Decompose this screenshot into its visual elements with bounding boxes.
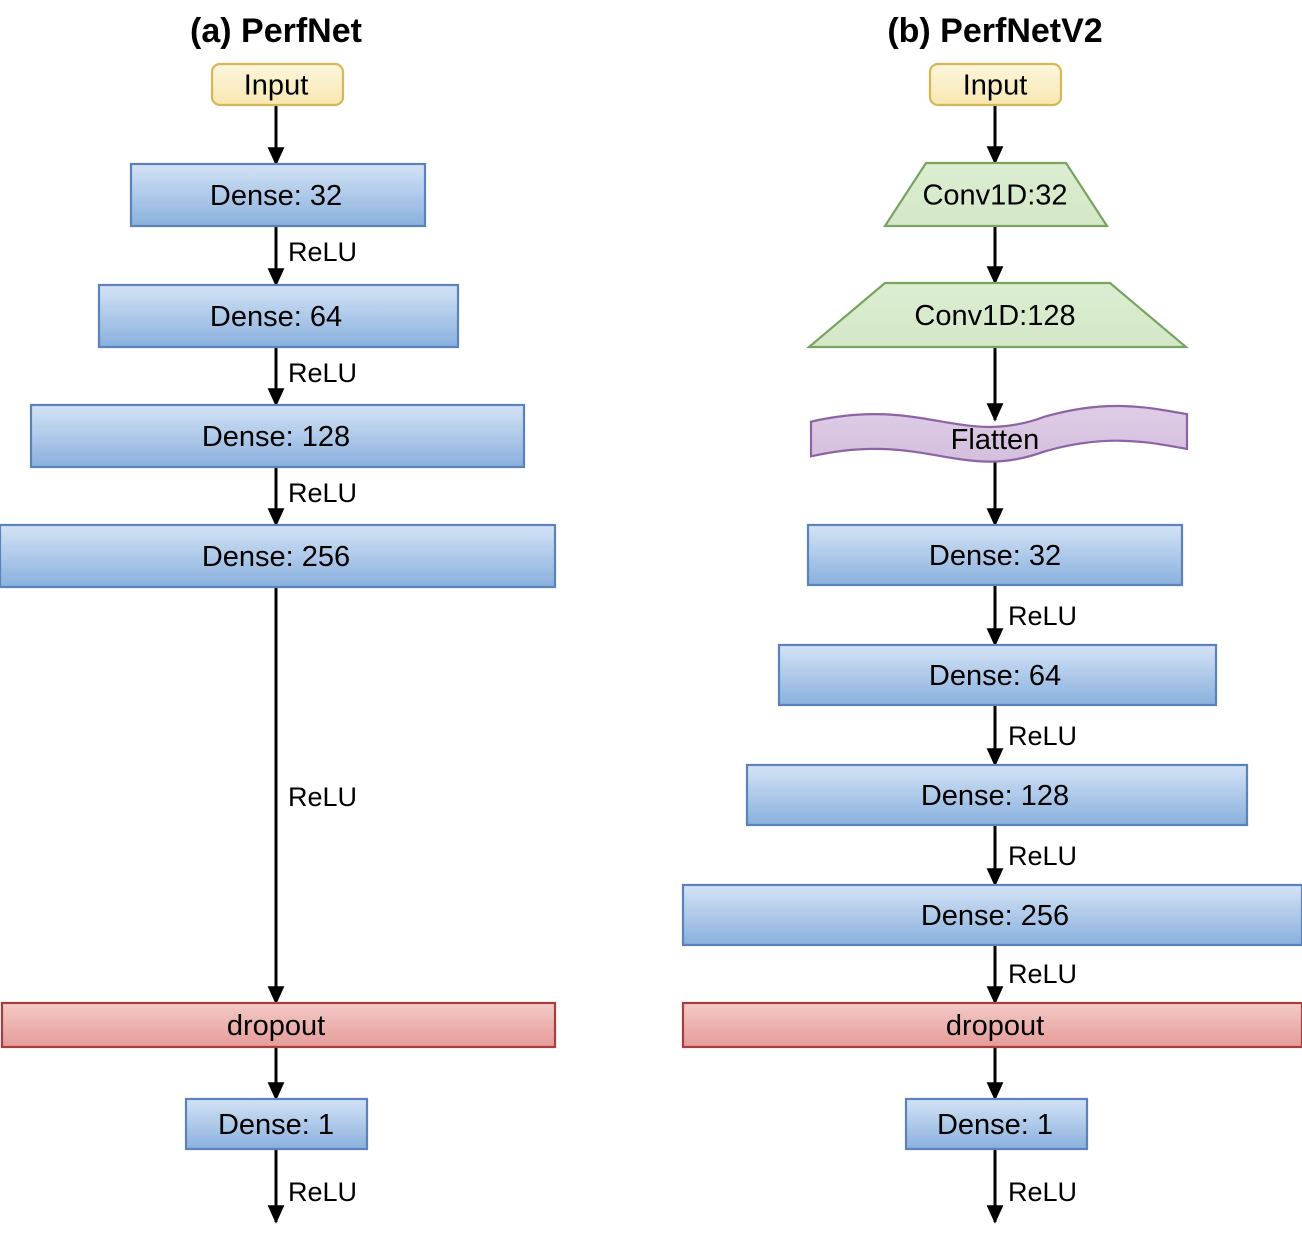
node-dense256: Dense: 256 [0, 523, 557, 589]
node-shape-dense64 [777, 643, 1218, 707]
node-flatten: Flatten [809, 404, 1189, 463]
activation-label: ReLU [1008, 601, 1077, 631]
activation-label: ReLU [288, 782, 357, 812]
activation-label: ReLU [1008, 841, 1077, 871]
node-label-dense64: Dense: 64 [210, 301, 342, 333]
activation-label: ReLU [1008, 1177, 1077, 1207]
node-label-dropout: dropout [227, 1010, 325, 1042]
node-label-dense256: Dense: 256 [202, 541, 350, 573]
node-label-input: Input [244, 70, 309, 102]
node-dense1: Dense: 1 [184, 1097, 369, 1151]
node-shape-dense32 [129, 162, 427, 228]
panel-b-edges: ReLU ReLU ReLU ReLU ReLU [986, 105, 1077, 1224]
node-dense1: Dense: 1 [904, 1097, 1089, 1151]
node-shape-dense64 [97, 283, 460, 349]
node-dense256: Dense: 256 [681, 883, 1302, 947]
node-shape-dropout [0, 1001, 557, 1049]
node-label-input: Input [963, 70, 1028, 102]
activation-label: ReLU [288, 478, 357, 508]
node-dropout: dropout [0, 1001, 557, 1049]
activation-label: ReLU [1008, 721, 1077, 751]
node-label-dense1: Dense: 1 [218, 1109, 334, 1141]
node-shape-conv32 [882, 161, 1110, 228]
node-dropout: dropout [681, 1001, 1302, 1049]
node-label-dense32: Dense: 32 [210, 180, 342, 212]
node-dense32: Dense: 32 [806, 523, 1184, 587]
node-dense64: Dense: 64 [777, 643, 1218, 707]
activation-label: ReLU [288, 358, 357, 388]
node-label-dense256: Dense: 256 [921, 900, 1069, 932]
node-label-dense128: Dense: 128 [202, 421, 350, 453]
node-conv128: Conv1D:128 [805, 281, 1190, 349]
node-shape-input [210, 62, 345, 107]
node-dense64: Dense: 64 [97, 283, 460, 349]
node-label-dense32: Dense: 32 [929, 540, 1061, 572]
node-shape-dense1 [904, 1097, 1089, 1151]
node-shape-dense128 [745, 763, 1249, 827]
activation-label: ReLU [288, 1177, 357, 1207]
node-label-dropout: dropout [946, 1010, 1044, 1042]
node-shape-dense256 [681, 883, 1302, 947]
node-shape-conv128 [805, 281, 1190, 349]
node-shape-flatten [809, 404, 1189, 463]
node-shape-dense256 [0, 523, 557, 589]
node-label-conv32: Conv1D:32 [922, 180, 1067, 212]
node-dense128: Dense: 128 [745, 763, 1249, 827]
node-shape-dropout [681, 1001, 1302, 1049]
activation-label: ReLU [288, 237, 357, 267]
panel-a-group: (a) PerfNet ReLU ReLU ReLU ReLU ReLU InputDe… [0, 12, 557, 1224]
node-input: Input [210, 62, 345, 107]
node-label-dense64: Dense: 64 [929, 660, 1061, 692]
node-shape-dense32 [806, 523, 1184, 587]
node-dense128: Dense: 128 [29, 403, 526, 469]
node-input: Input [928, 62, 1063, 107]
node-label-conv128: Conv1D:128 [914, 300, 1075, 332]
panel-b-title: (b) PerfNetV2 [887, 12, 1102, 50]
node-label-dense1: Dense: 1 [937, 1109, 1053, 1141]
node-shape-dense128 [29, 403, 526, 469]
node-conv32: Conv1D:32 [882, 161, 1110, 228]
node-label-dense128: Dense: 128 [921, 780, 1069, 812]
panel-a-edges: ReLU ReLU ReLU ReLU ReLU [267, 105, 357, 1224]
node-label-flatten: Flatten [951, 424, 1040, 456]
panel-a-title: (a) PerfNet [190, 12, 362, 50]
panel-b-group: (b) PerfNetV2 ReLU ReLU ReLU ReLU ReLU Input… [681, 12, 1302, 1224]
activation-label: ReLU [1008, 959, 1077, 989]
node-shape-input [928, 62, 1063, 107]
node-dense32: Dense: 32 [129, 162, 427, 228]
node-shape-dense1 [184, 1097, 369, 1151]
